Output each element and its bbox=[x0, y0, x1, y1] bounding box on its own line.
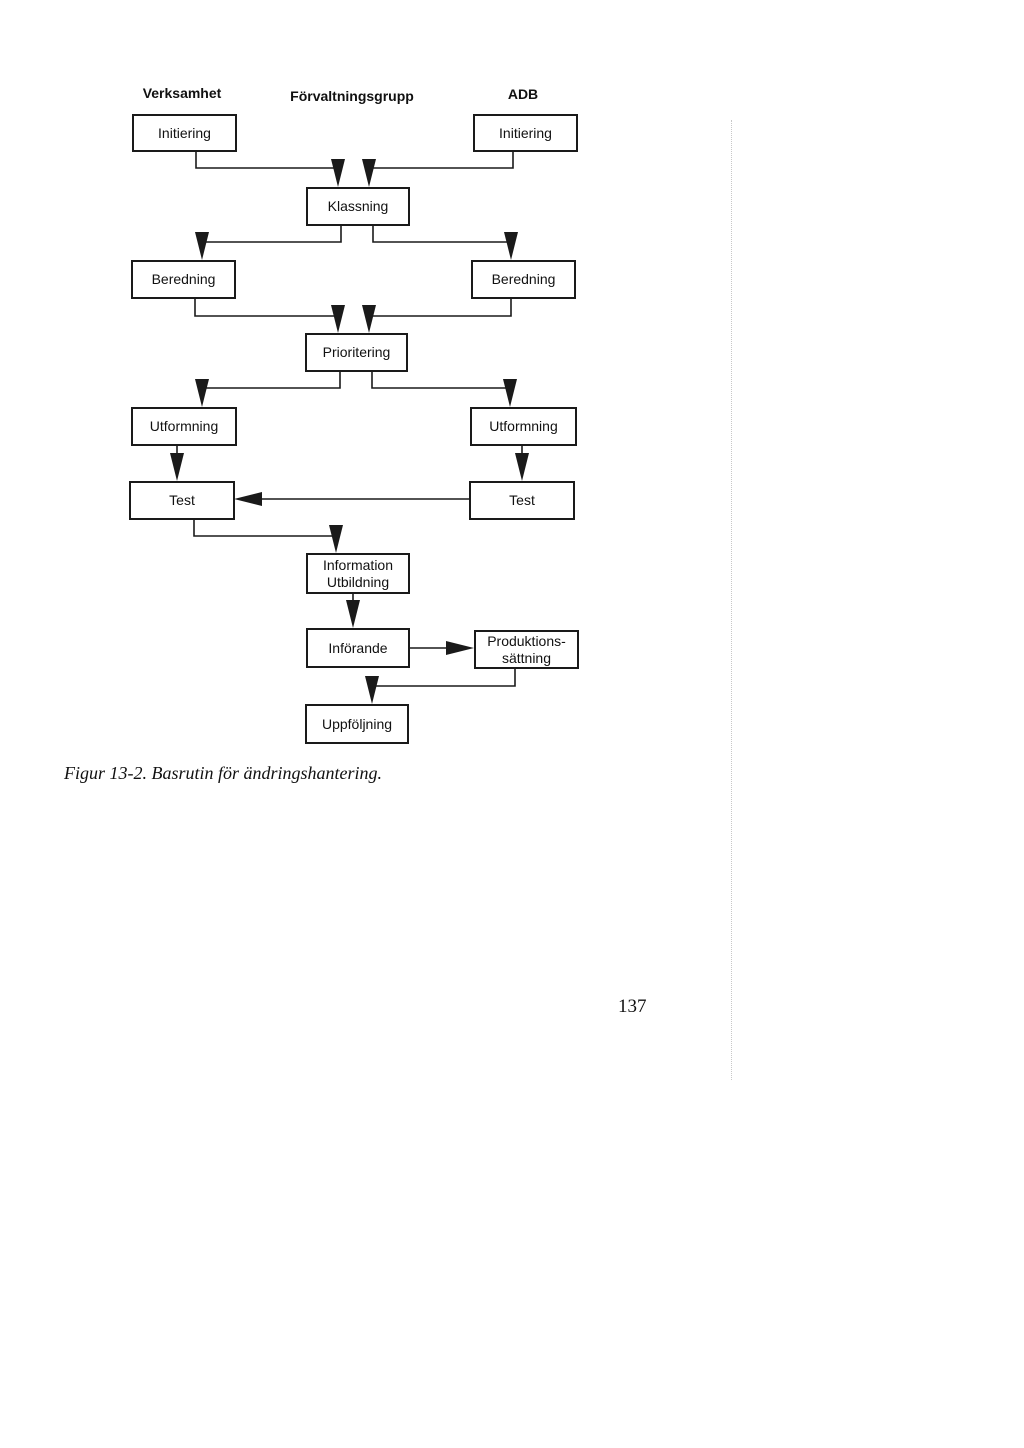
step-utformning-verksamhet: Utformning bbox=[131, 407, 237, 446]
step-uppfoljning: Uppföljning bbox=[305, 704, 409, 744]
step-produktionssattning: Produktions- sättning bbox=[474, 630, 579, 669]
arrowhead bbox=[331, 305, 345, 333]
connector-line bbox=[195, 151, 339, 172]
connector-line bbox=[371, 668, 516, 688]
connector-line bbox=[372, 225, 512, 245]
arrowhead bbox=[170, 453, 184, 481]
page-number: 137 bbox=[618, 996, 647, 1017]
arrowhead bbox=[503, 379, 517, 407]
step-test-adb: Test bbox=[469, 481, 575, 520]
step-prioritering: Prioritering bbox=[305, 333, 408, 372]
connector-line bbox=[194, 299, 339, 318]
arrowhead bbox=[195, 379, 209, 407]
arrowhead bbox=[446, 641, 474, 655]
arrowhead bbox=[234, 492, 262, 506]
arrowhead bbox=[346, 600, 360, 628]
step-test-verksamhet: Test bbox=[129, 481, 235, 520]
connector-line bbox=[193, 519, 337, 538]
connector-line bbox=[368, 299, 512, 318]
arrowhead bbox=[331, 159, 345, 187]
arrowhead bbox=[329, 525, 343, 553]
connector-line bbox=[201, 371, 341, 392]
step-klassning: Klassning bbox=[306, 187, 410, 226]
step-inforande: Införande bbox=[306, 628, 410, 668]
connector-line bbox=[201, 225, 342, 245]
figure-caption: Figur 13-2. Basrutin för ändringshanteri… bbox=[64, 763, 383, 783]
arrowhead bbox=[362, 159, 376, 187]
column-heading-forvaltningsgrupp: Förvaltningsgrupp bbox=[290, 88, 414, 104]
arrowhead bbox=[195, 232, 209, 260]
step-initiering-verksamhet: Initiering bbox=[132, 114, 237, 152]
margin-rule bbox=[731, 120, 732, 1080]
column-heading-adb: ADB bbox=[507, 86, 539, 102]
arrowhead bbox=[362, 305, 376, 333]
step-beredning-verksamhet: Beredning bbox=[131, 260, 236, 299]
step-utformning-adb: Utformning bbox=[470, 407, 577, 446]
step-beredning-adb: Beredning bbox=[471, 260, 576, 299]
column-heading-verksamhet: Verksamhet bbox=[142, 85, 222, 101]
connector-line bbox=[371, 371, 511, 392]
arrowhead bbox=[365, 676, 379, 704]
arrowhead bbox=[515, 453, 529, 481]
connector-line bbox=[368, 151, 514, 172]
step-information-utbildning: Information Utbildning bbox=[306, 553, 410, 594]
arrowhead bbox=[504, 232, 518, 260]
step-initiering-adb: Initiering bbox=[473, 114, 578, 152]
